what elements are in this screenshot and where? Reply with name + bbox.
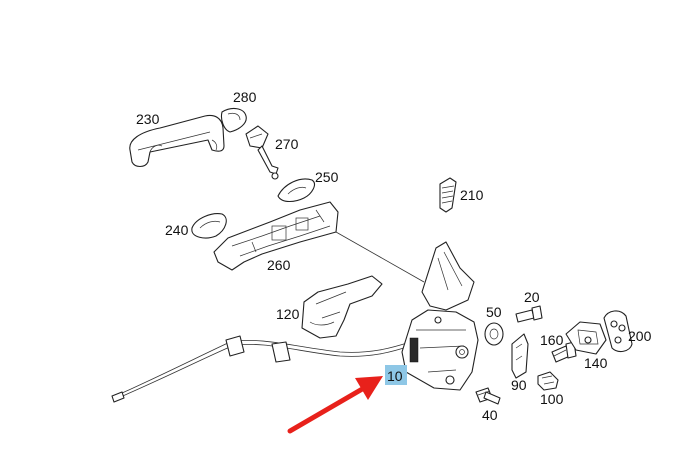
gasket-part-250 bbox=[277, 178, 315, 203]
gasket-part-240 bbox=[191, 213, 227, 239]
screw-part-20 bbox=[515, 305, 543, 323]
label-part-210: 210 bbox=[460, 187, 484, 203]
label-part-230: 230 bbox=[136, 111, 160, 127]
part-10-highlight bbox=[385, 365, 407, 385]
label-part-40: 40 bbox=[482, 407, 498, 423]
striker-part-140 bbox=[565, 321, 607, 355]
lock-cover-part-120 bbox=[301, 275, 383, 339]
label-part-100: 100 bbox=[540, 391, 564, 407]
bolt-part-100 bbox=[537, 371, 559, 391]
label-part-200: 200 bbox=[628, 328, 652, 344]
label-part-270: 270 bbox=[275, 136, 299, 152]
label-part-50: 50 bbox=[486, 304, 502, 320]
label-part-20: 20 bbox=[524, 289, 540, 305]
ribbed-clip-part-210 bbox=[439, 177, 457, 213]
bracket-part-90 bbox=[511, 333, 529, 379]
handle-cap-part-280 bbox=[220, 107, 247, 133]
lock-cylinder-part-270 bbox=[245, 125, 279, 180]
label-part-10: 10 bbox=[387, 368, 403, 384]
label-part-250: 250 bbox=[315, 169, 339, 185]
label-part-90: 90 bbox=[511, 377, 527, 393]
label-part-140: 140 bbox=[584, 355, 608, 371]
outer-door-handle-part-230 bbox=[129, 114, 225, 168]
label-part-120: 120 bbox=[276, 306, 300, 322]
label-part-160: 160 bbox=[540, 332, 564, 348]
grommet-part-50 bbox=[484, 322, 504, 346]
bowden-cable bbox=[111, 335, 411, 403]
red-arrow-icon bbox=[287, 376, 383, 434]
label-part-280: 280 bbox=[233, 89, 257, 105]
door-lock-part-10 bbox=[401, 241, 479, 391]
label-part-260: 260 bbox=[267, 257, 291, 273]
label-part-240: 240 bbox=[165, 222, 189, 238]
plate-part-200 bbox=[603, 310, 633, 353]
bolt-part-40 bbox=[475, 387, 501, 405]
handle-carrier-part-260 bbox=[213, 201, 425, 283]
